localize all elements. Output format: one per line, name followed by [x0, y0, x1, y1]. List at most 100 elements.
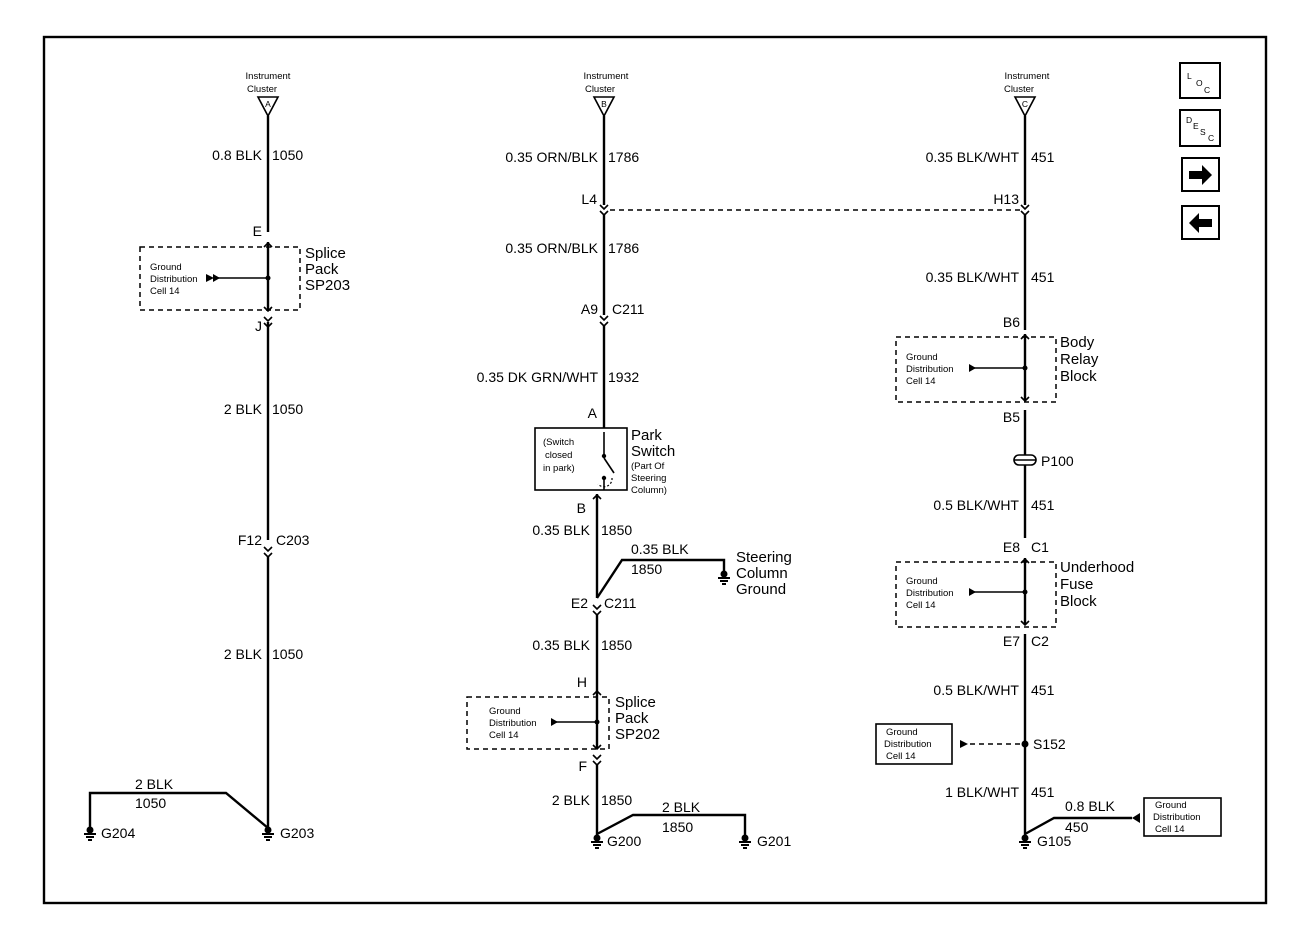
- ufb-label-line2: Fuse: [1060, 576, 1093, 593]
- sp202-label-line3: SP202: [615, 726, 660, 743]
- brb-label-line3: Block: [1060, 368, 1097, 385]
- g105-ground-dist-box: [1143, 797, 1222, 837]
- sp202-bottom-pin: F: [578, 758, 587, 774]
- brb-gd-line2: Distribution: [906, 364, 954, 375]
- sp203-bottom-pin: J: [255, 318, 262, 334]
- s152-gd-line3: Cell 14: [886, 751, 916, 762]
- mid-wire1-circuit: 1786: [608, 149, 639, 165]
- right-branch-circuit: 450: [1065, 819, 1089, 835]
- ufb-gd-line1: Ground: [906, 576, 938, 587]
- park-switch-note3: in park): [543, 463, 575, 474]
- prev-page-button[interactable]: [1181, 205, 1220, 240]
- diagram-border: [42, 35, 1268, 905]
- park-switch-note2: closed: [545, 450, 572, 461]
- left-branch-circuit: 1050: [135, 795, 166, 811]
- loc-letter-l: L: [1187, 71, 1192, 81]
- right-wire2-spec: 0.35 BLK/WHT: [926, 269, 1020, 285]
- ufb-top-pin: E8: [1003, 539, 1020, 555]
- left-wire1-circuit: 1050: [272, 147, 303, 163]
- g105-gd-line1: Ground: [1155, 800, 1187, 811]
- connector-a-symbol: [256, 96, 280, 118]
- arrow-left-icon: [1189, 213, 1212, 233]
- mid-wire2-circuit: 1786: [608, 240, 639, 256]
- mid-wire2-spec: 0.35 ORN/BLK: [505, 240, 598, 256]
- ufb-label-line3: Block: [1060, 593, 1097, 610]
- ufb-gd-line3: Cell 14: [906, 600, 936, 611]
- mid-wire6-circuit: 1850: [601, 792, 632, 808]
- right-wire4-circuit: 451: [1031, 682, 1055, 698]
- desc-letter-d: D: [1186, 115, 1192, 125]
- park-switch-top-pin: A: [588, 405, 598, 421]
- mid-wire4-spec: 0.35 BLK: [532, 522, 590, 538]
- connector-a-pin: A: [265, 99, 271, 109]
- middle-circuit: Instrument Cluster B 0.35 ORN/BLK 1786 L…: [466, 71, 792, 849]
- loc-button[interactable]: L O C: [1179, 62, 1221, 99]
- next-page-button[interactable]: [1181, 157, 1220, 192]
- ground-g201: G201: [757, 833, 791, 849]
- mid-branch-circuit: 1850: [631, 561, 662, 577]
- ground-g105: G105: [1037, 833, 1071, 849]
- desc-letter-e: E: [1193, 121, 1199, 131]
- p100-label: P100: [1041, 453, 1074, 469]
- sp203-label-line1: Splice: [305, 245, 346, 262]
- c211-e2-pin: E2: [571, 595, 588, 611]
- desc-letter-c: C: [1208, 133, 1214, 143]
- mid-wire3-spec: 0.35 DK GRN/WHT: [477, 369, 599, 385]
- c211-e2-name: C211: [604, 595, 637, 611]
- mid-branch-spec: 0.35 BLK: [631, 541, 689, 557]
- mid-wire3-circuit: 1932: [608, 369, 639, 385]
- ic-label-a-line2: Cluster: [247, 84, 277, 95]
- s152-gd-line2: Distribution: [884, 739, 932, 750]
- sp202-top-pin: H: [577, 674, 587, 690]
- park-switch-note1: (Switch: [543, 437, 574, 448]
- connector-c-symbol: [1013, 96, 1037, 118]
- brb-gd-line1: Ground: [906, 352, 938, 363]
- right-wire5-circuit: 451: [1031, 784, 1055, 800]
- mid-branch2-circuit: 1850: [662, 819, 693, 835]
- right-wire1-circuit: 451: [1031, 149, 1055, 165]
- ic-label-c-line1: Instrument: [1005, 71, 1050, 82]
- ufb-gd-line2: Distribution: [906, 588, 954, 599]
- ufb-label-line1: Underhood: [1060, 559, 1134, 576]
- park-switch-label1: Park: [631, 427, 662, 444]
- right-wire1-spec: 0.35 BLK/WHT: [926, 149, 1020, 165]
- right-circuit: Instrument Cluster C 0.35 BLK/WHT 451 H1…: [875, 71, 1222, 849]
- desc-letter-s: S: [1200, 127, 1206, 137]
- s152-label: S152: [1033, 736, 1066, 752]
- sp202-gd-line2: Distribution: [489, 718, 537, 729]
- c203-pin: F12: [238, 532, 262, 548]
- ground-g204: G204: [101, 825, 135, 841]
- ufb-bottom-pin: E7: [1003, 633, 1020, 649]
- park-switch-bottom-pin: B: [577, 500, 586, 516]
- ground-g200: G200: [607, 833, 641, 849]
- left-wire1-spec: 0.8 BLK: [212, 147, 262, 163]
- sp203-label-line2: Pack: [305, 261, 339, 278]
- steering-column-ground-line3: Ground: [736, 581, 786, 598]
- ufb-bottom-conn: C2: [1031, 633, 1049, 649]
- right-wire3-spec: 0.5 BLK/WHT: [933, 497, 1019, 513]
- park-switch-label2: Switch: [631, 443, 675, 460]
- right-wire2-circuit: 451: [1031, 269, 1055, 285]
- sp202-gd-line1: Ground: [489, 706, 521, 717]
- right-wire4-spec: 0.5 BLK/WHT: [933, 682, 1019, 698]
- sp203-top-pin: E: [253, 223, 262, 239]
- ground-g203: G203: [280, 825, 314, 841]
- s152-splice: [1021, 740, 1029, 748]
- h13-pin: H13: [993, 191, 1019, 207]
- left-wire2-circuit: 1050: [272, 401, 303, 417]
- left-branch-spec: 2 BLK: [135, 776, 174, 792]
- brb-gd-line3: Cell 14: [906, 376, 936, 387]
- brb-label-line2: Relay: [1060, 351, 1099, 368]
- mid-wire5-circuit: 1850: [601, 637, 632, 653]
- ic-label-c-line2: Cluster: [1004, 84, 1034, 95]
- underhood-fuse-block: [895, 561, 1057, 628]
- ic-label-b-line1: Instrument: [584, 71, 629, 82]
- sp202-label-line2: Pack: [615, 710, 649, 727]
- mid-branch2-spec: 2 BLK: [662, 799, 701, 815]
- desc-button[interactable]: D E S C: [1179, 109, 1221, 147]
- c203-name: C203: [276, 532, 310, 548]
- loc-letter-c: C: [1204, 85, 1210, 95]
- connector-b-pin: B: [601, 99, 607, 109]
- right-wire5-spec: 1 BLK/WHT: [945, 784, 1019, 800]
